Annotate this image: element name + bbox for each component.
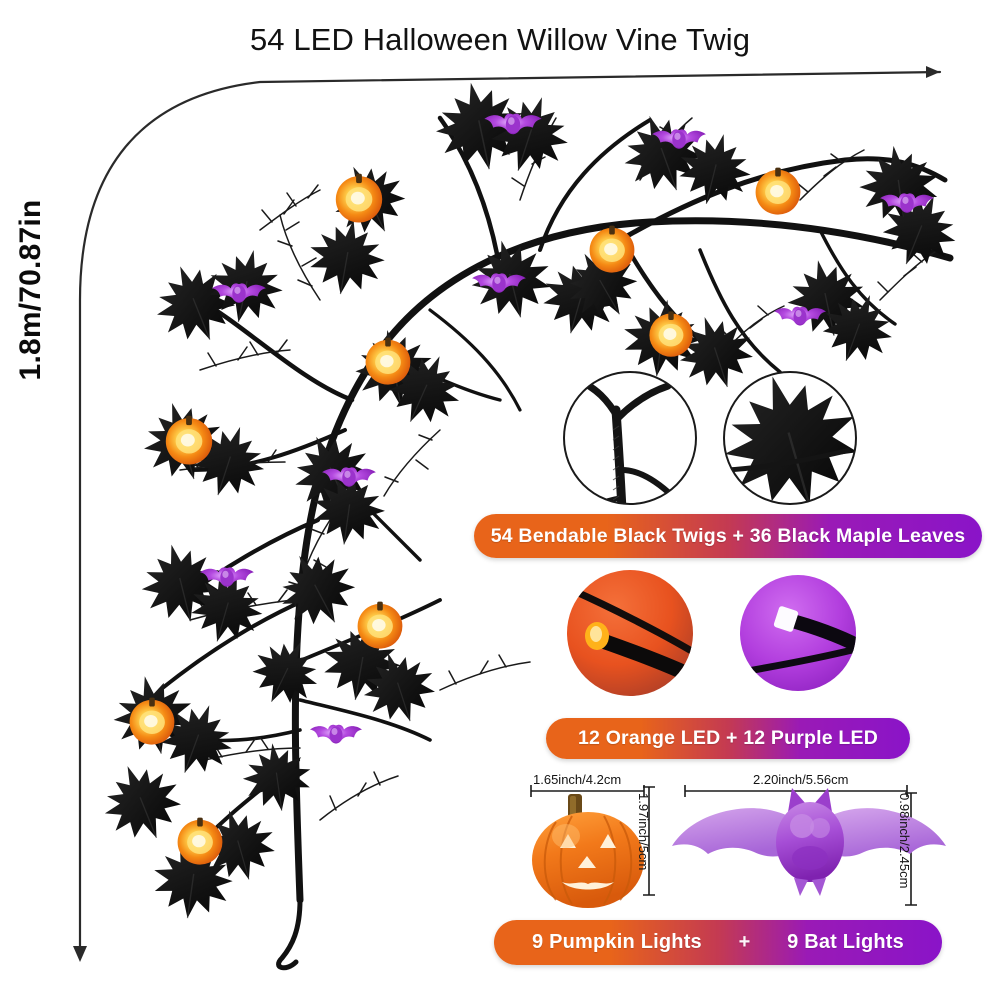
- pumpkin-light-photo: [532, 794, 644, 908]
- plus-symbol: +: [738, 931, 751, 953]
- pumpkin-dimension-lines: [530, 785, 655, 896]
- leaf-closeup-inset: [723, 371, 857, 505]
- orange-led-closeup-inset: [567, 570, 693, 696]
- pumpkin-height-label: 1.97inch/5cm: [636, 793, 651, 871]
- pumpkin-count-label: 9 Pumpkin Lights: [532, 931, 702, 953]
- bat-width-label: 2.20inch/5.56cm: [753, 772, 849, 787]
- twig-closeup-inset: [563, 371, 697, 505]
- banner-led-text: 12 Orange LED + 12 Purple LED: [577, 727, 879, 749]
- bat-count-label: 9 Bat Lights: [787, 931, 904, 953]
- pumpkin-width-label: 1.65inch/4.2cm: [533, 772, 622, 787]
- purple-led-closeup-inset: [740, 575, 856, 691]
- bat-height-label: 0.98inch/2.45cm: [897, 793, 912, 889]
- banner-twigs-leaves: 54 Bendable Black Twigs + 36 Black Maple…: [474, 514, 982, 558]
- banner-light-counts: 9 Pumpkin Lights + 9 Bat Lights: [494, 920, 942, 965]
- measurement-lines: [73, 66, 942, 962]
- fine-twigs: [179, 117, 939, 821]
- banner-twigs-text: 54 Bendable Black Twigs + 36 Black Maple…: [490, 524, 966, 547]
- bat-light-photo: [672, 788, 946, 896]
- banner-led-counts: 12 Orange LED + 12 Purple LED: [546, 718, 910, 759]
- page-title: 54 LED Halloween Willow Vine Twig: [249, 22, 751, 57]
